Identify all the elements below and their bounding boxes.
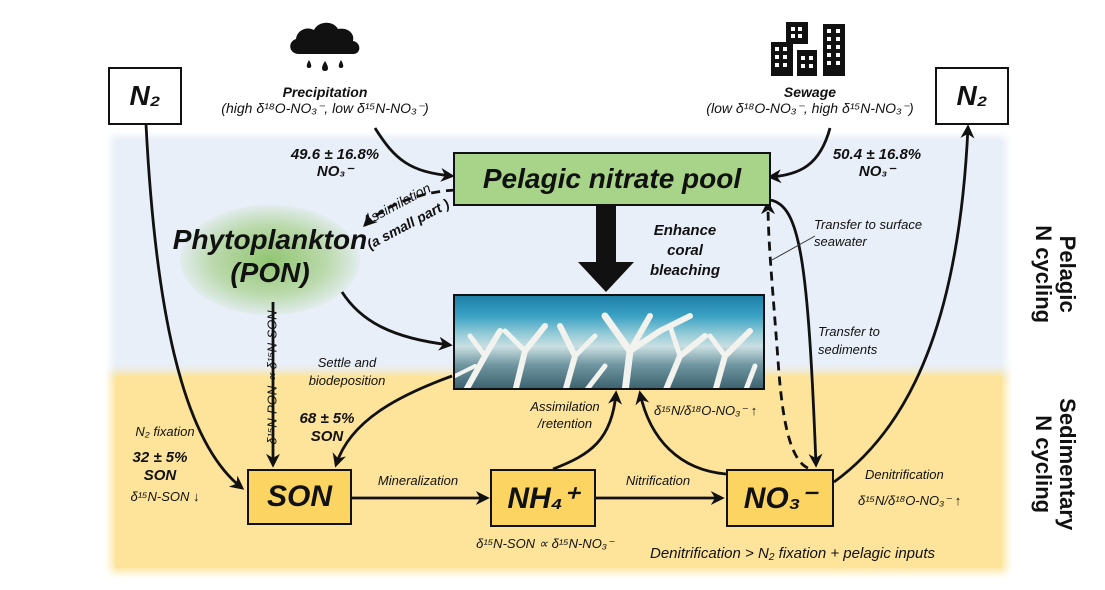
n2-fixation-value: 32 ± 5% xyxy=(132,449,188,466)
n2-right-label: N₂ xyxy=(956,80,988,111)
transfer-surface-label-1: Transfer to surface xyxy=(814,217,923,232)
nitrification-label: Nitrification xyxy=(625,473,691,488)
arrow-coral-to-son xyxy=(332,374,453,468)
n2-fixation-label: N₂ fixation xyxy=(135,424,195,439)
denitrification-label: Denitrification xyxy=(865,467,944,482)
transfer-sediments-label-1: Transfer to xyxy=(818,324,880,339)
arrow-no3-to-coral xyxy=(635,390,727,476)
pelagic-zone-label-1: Pelagic xyxy=(1055,235,1081,313)
pon-son-relation: δ¹⁵N-PON ∝ δ¹⁵N-SON xyxy=(264,310,280,445)
arrow-pool-to-phytoplankton xyxy=(363,188,456,227)
arrow-precipitation-to-pool xyxy=(373,127,455,182)
settle-label-2: biodeposition xyxy=(308,373,386,388)
settle-species: SON xyxy=(310,428,344,445)
enhance-label-3: bleaching xyxy=(649,262,720,279)
n2-box-right: N₂ xyxy=(935,67,1009,125)
precipitation-contribution-species: NO₃⁻ xyxy=(316,163,354,180)
sewage-contribution: 50.4 ± 16.8% xyxy=(832,146,922,163)
mineralization-label: Mineralization xyxy=(377,473,459,488)
nh4-label: NH₄⁺ xyxy=(507,481,579,515)
assim-retention-label-2: /retention xyxy=(537,416,593,431)
no3-label: NO₃⁻ xyxy=(743,481,817,515)
arrow-denitrification xyxy=(833,124,975,484)
pelagic-zone-label: Pelagic N cycling xyxy=(1031,214,1081,334)
n2-left-label: N₂ xyxy=(129,80,161,111)
transfer-sediments-label-2: sediments xyxy=(818,342,878,357)
arrow-phytoplankton-to-coral xyxy=(340,291,453,351)
sedimentary-zone-label: Sedimentary N cycling xyxy=(1031,394,1081,534)
phytoplankton-glow xyxy=(180,205,360,315)
phytoplankton-pon-label: (PON) xyxy=(230,257,310,288)
sewage-isotope-signature: (low δ¹⁸O-NO₃⁻, high δ¹⁵N-NO₃⁻) xyxy=(706,100,914,116)
n2-fixation-isotope: δ¹⁵N-SON ↓ xyxy=(130,489,200,504)
precipitation-isotope-signature: (high δ¹⁸O-NO₃⁻, low δ¹⁵N-NO₃⁻) xyxy=(221,100,429,116)
sedimentary-zone-label-1: Sedimentary xyxy=(1055,398,1081,531)
settle-value: 68 ± 5% xyxy=(299,410,355,427)
city-buildings-icon xyxy=(771,22,845,76)
enhance-label-1: Enhance xyxy=(653,222,717,239)
denitrification-isotope: δ¹⁵N/δ¹⁸O-NO₃⁻ ↑ xyxy=(858,493,962,508)
enhance-label-2: coral xyxy=(667,242,703,259)
pelagic-nitrate-pool-label: Pelagic nitrate pool xyxy=(482,163,742,194)
phytoplankton-label: Phytoplankton xyxy=(172,224,368,255)
precipitation-title: Precipitation xyxy=(282,84,368,100)
precipitation-contribution: 49.6 ± 16.8% xyxy=(290,146,380,163)
nh4-box: NH₄⁺ xyxy=(490,469,596,527)
assim-retention-label-1: Assimilation xyxy=(530,399,600,414)
pelagic-zone-label-2: N cycling xyxy=(1031,225,1056,324)
son-no3-relation: δ¹⁵N-SON ∝ δ¹⁵N-NO₃⁻ xyxy=(476,536,614,551)
n2-box-left: N₂ xyxy=(108,67,182,125)
sewage-title: Sewage xyxy=(783,84,837,100)
son-box: SON xyxy=(247,469,352,525)
sedimentary-zone-label-2: N cycling xyxy=(1031,415,1056,514)
settle-label-1: Settle and xyxy=(317,355,377,370)
son-label: SON xyxy=(266,480,332,513)
bleached-coral-photo xyxy=(453,294,765,390)
arrow-sewage-to-pool xyxy=(767,127,832,184)
nitrogen-balance-note: Denitrification > N₂ fixation + pelagic … xyxy=(650,545,936,562)
arrow-enhance-bleaching xyxy=(578,206,634,292)
rain-cloud-icon xyxy=(290,22,360,71)
no3-box: NO₃⁻ xyxy=(726,469,834,527)
arrow-n2-fixation xyxy=(144,123,245,490)
leader-line xyxy=(771,235,816,261)
transfer-surface-label-2: seawater xyxy=(814,234,867,249)
coral-branches xyxy=(455,312,758,388)
pelagic-nitrate-pool-box: Pelagic nitrate pool xyxy=(453,152,771,206)
n2-fixation-species: SON xyxy=(143,467,177,484)
arrow-pool-to-no3 xyxy=(769,198,823,468)
arrow-nh4-to-coral xyxy=(552,390,623,471)
sewage-contribution-species: NO₃⁻ xyxy=(858,163,896,180)
no3-coral-isotope: δ¹⁵N/δ¹⁸O-NO₃⁻ ↑ xyxy=(654,403,758,418)
